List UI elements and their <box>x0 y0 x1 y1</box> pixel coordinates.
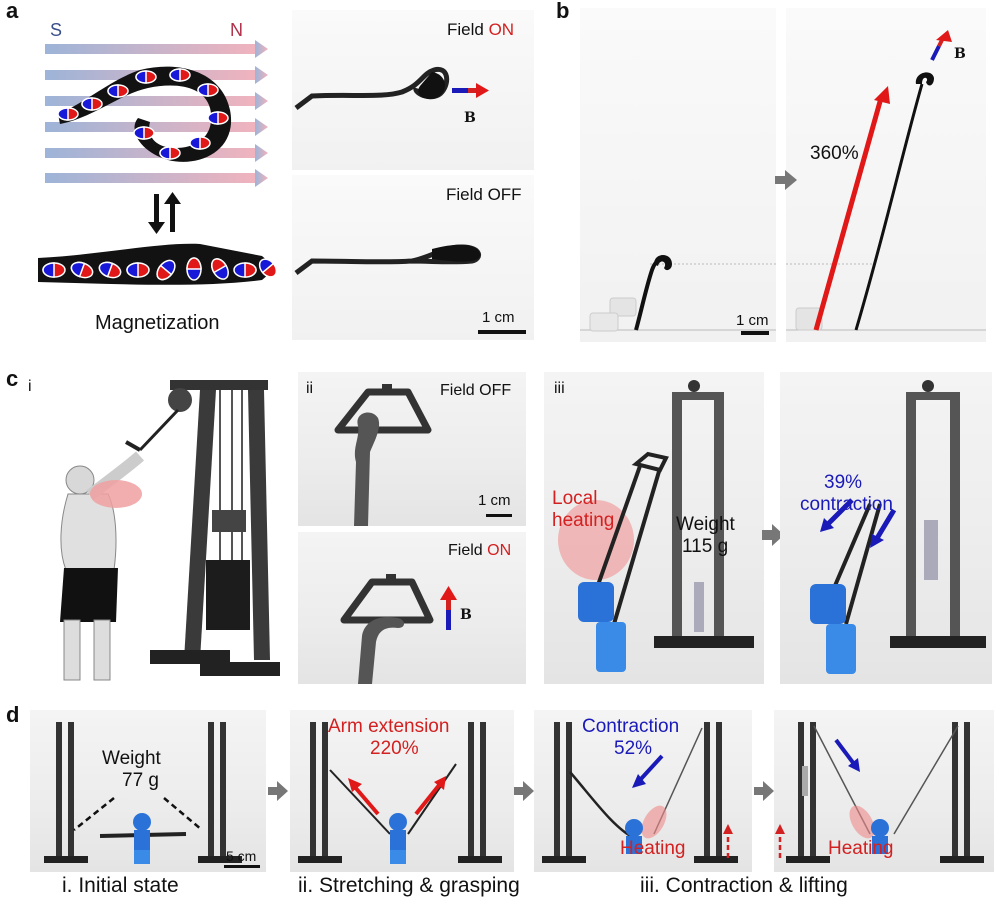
muscle-highlight <box>90 480 142 508</box>
caption-contraction: iii. Contraction & lifting <box>640 874 848 897</box>
straight-actuator-icon <box>294 244 481 275</box>
panel-letter-b: b <box>556 0 570 23</box>
handle-grasp-icon <box>340 574 457 684</box>
photo-c-field-off: ii Field OFF 1 cm <box>298 372 526 526</box>
photo-d-stretching: Arm extension 220% <box>290 710 514 872</box>
scale-bar-c <box>486 514 512 517</box>
photo-field-on: Field ON B <box>292 10 534 170</box>
photo-d-contraction: Contraction 52% Heating <box>534 710 752 872</box>
contraction-percent-c: 39% <box>824 472 863 493</box>
magnetization-diagram: S N <box>0 0 290 340</box>
arrow-right-icon <box>754 781 774 801</box>
arrow-right-icon <box>268 781 288 801</box>
field-off-label: Field OFF <box>446 185 522 204</box>
scale-label-b: 1 cm <box>736 312 769 329</box>
photo-c-field-on: Field ON B <box>298 532 526 684</box>
contraction-label-c: contraction <box>800 494 893 515</box>
caption-stretching: ii. Stretching & grasping <box>298 874 520 897</box>
field-on-label-c: Field ON <box>448 542 512 559</box>
sub-label-iii: iii <box>554 380 565 397</box>
cable-machine-illustration <box>20 370 290 690</box>
local-heating-line2: heating <box>552 510 615 531</box>
arrow-right-icon <box>762 524 784 546</box>
extended-actuator-icon <box>786 30 986 331</box>
stretching-icon <box>298 722 502 864</box>
short-actuator-icon <box>580 255 776 332</box>
weight-label-d-line2: 77 g <box>122 770 159 791</box>
scale-bar-a <box>478 330 526 334</box>
b-field-label-c: B <box>460 607 472 623</box>
scale-label-d: 5 cm <box>226 848 257 864</box>
sub-label-ii: ii <box>306 380 314 397</box>
robot-weight-lift-icon <box>558 380 754 672</box>
field-on-label: Field ON <box>447 20 515 39</box>
scale-bar-d <box>224 865 260 868</box>
weight-label-c-line1: Weight <box>676 514 735 535</box>
arm-extension-percent: 220% <box>370 738 419 759</box>
arrow-right-icon <box>514 781 534 801</box>
field-lines-icon <box>38 40 278 285</box>
panel-letter-a: a <box>6 0 19 23</box>
gym-figure-icon <box>60 380 280 681</box>
heating-zone <box>558 500 634 580</box>
handle-release-icon <box>334 384 432 526</box>
weight-label-d-line1: Weight <box>102 748 161 769</box>
scale-bar-b <box>741 331 769 335</box>
photo-d-lifting: Heating <box>774 710 994 872</box>
photo-b-after: B 360% <box>786 8 986 342</box>
heating-label-1: Heating <box>620 838 686 859</box>
north-pole-label: N <box>230 20 243 40</box>
photo-c-contracted: 39% contraction <box>780 372 992 684</box>
caption-initial-state: i. Initial state <box>62 874 179 897</box>
panel-letter-c: c <box>6 366 19 391</box>
scale-label-a: 1 cm <box>482 309 515 326</box>
b-field-label: B <box>464 110 476 126</box>
photo-b-before <box>580 8 776 342</box>
lifting-icon <box>775 722 984 863</box>
heating-label-2: Heating <box>828 838 894 859</box>
contraction-label-d: Contraction <box>582 716 680 737</box>
photo-field-off: Field OFF 1 cm <box>292 175 534 340</box>
robot-lifted-weight-icon <box>810 380 986 674</box>
hooked-actuator-icon <box>294 66 489 110</box>
contraction-icon <box>542 722 738 863</box>
arm-extension-label: Arm extension <box>328 716 450 737</box>
arrow-right-icon <box>775 170 797 190</box>
weight-label-c-line2: 115 g <box>682 536 729 557</box>
local-heating-line1: Local <box>552 488 598 509</box>
photo-d-initial: Weight 77 g 5 cm <box>30 710 266 872</box>
initial-state-icon <box>44 722 242 864</box>
field-off-label-c: Field OFF <box>440 382 512 399</box>
panel-letter-d: d <box>6 702 20 727</box>
sub-label-i: i <box>28 378 32 395</box>
contraction-percent-d: 52% <box>614 738 653 759</box>
extension-label: 360% <box>810 143 859 164</box>
b-field-label-b: B <box>954 46 966 62</box>
photo-c-heating: iii Local heating Weight 115 g <box>544 372 764 684</box>
scale-label-c: 1 cm <box>478 492 511 509</box>
magnetization-caption: Magnetization <box>95 312 220 334</box>
south-pole-label: S <box>50 20 63 40</box>
